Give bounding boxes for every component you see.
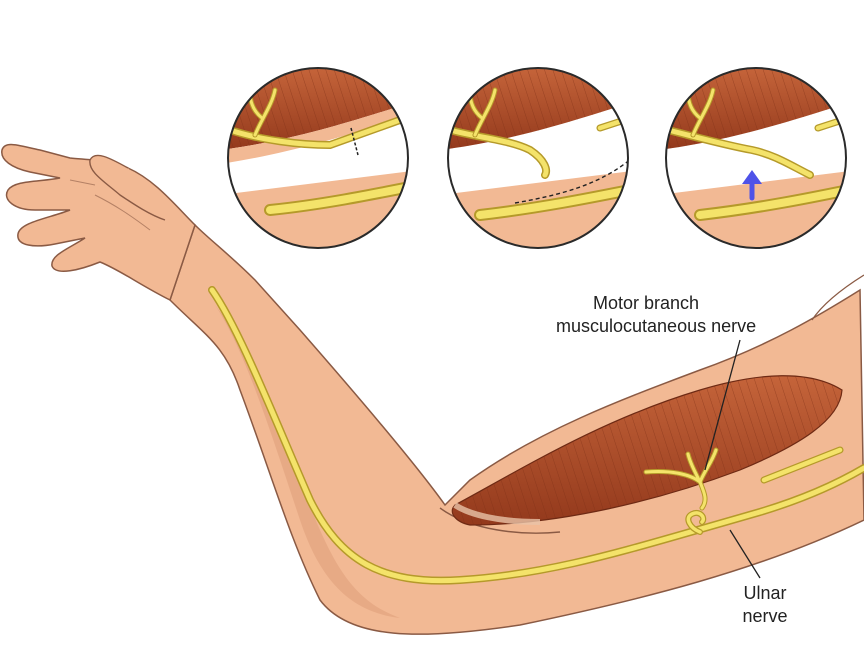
- motor-branch-label-line1: Motor branch: [592, 293, 700, 313]
- thumb: [89, 154, 166, 221]
- motor-branch: [643, 447, 719, 511]
- shoulder: [811, 274, 864, 321]
- motor-branch-label-line2: musculocutaneous nerve: [556, 316, 757, 336]
- ulnar-nerve-label-line2: nerve: [742, 606, 788, 626]
- hand: [1, 143, 196, 302]
- ulnar-leader: [729, 529, 761, 579]
- motor-branch-leader: [704, 339, 741, 471]
- transfer-arrowhead: [742, 170, 762, 184]
- inset-step-2: [447, 67, 629, 249]
- elbow-crease: [439, 507, 561, 534]
- ulnar-nerve-label-line1: Ulnar: [743, 583, 787, 603]
- biceps-tendon: [453, 502, 541, 525]
- upper-nerve-segment-fill: [761, 447, 843, 483]
- arm: [1, 143, 864, 635]
- fascicle-loop-fill: [686, 511, 705, 534]
- biceps-fibers: [452, 375, 842, 525]
- finger-crease: [69, 179, 96, 186]
- ulnar-nerve-label: Ulnar nerve: [730, 582, 800, 628]
- ulnar-nerve-fill: [209, 287, 864, 584]
- palm-line: [94, 194, 151, 231]
- motor-branch-label: Motor branch musculocutaneous nerve: [556, 292, 757, 338]
- inset-step-3: [665, 67, 847, 249]
- inset-step-1: [227, 67, 409, 249]
